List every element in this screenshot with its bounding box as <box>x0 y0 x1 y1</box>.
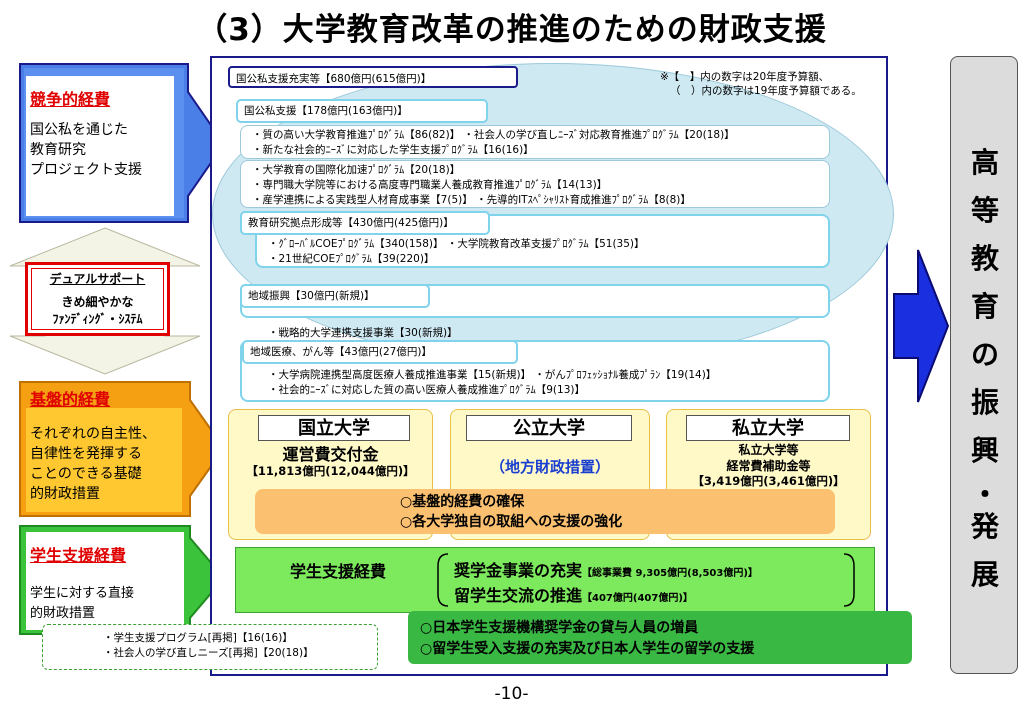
item-c1: ・戦略的大学連携支援事業【30(新規)】 <box>268 327 458 339</box>
kiban-arrow: 基盤的経費 それぞれの自主性、 自律性を発揮する ことのできる基礎 的財政措置 <box>18 380 228 518</box>
box-kokkoshi: 国公私支援【178億円(163億円)】 <box>236 99 488 123</box>
shiritsu-sub2: 経常費補助金等 <box>726 459 811 473</box>
shiritsu-amount: 【3,419億円(3,461億円)】 <box>692 474 845 488</box>
budget-note: ※【 】内の数字は20年度予算額、 （ ）内の数字は19年度予算額である。 <box>660 71 862 97</box>
item-i1: ・大学病院連携型高度医療人養成推進事業【15(新規)】 ・がんﾌﾟﾛﾌｪｯｼｮﾅ… <box>268 369 717 381</box>
strip-kokkoshi-2 <box>240 160 830 208</box>
gakusei-title: 学生支援経費 <box>30 546 127 565</box>
student-goal-1: ○日本学生支援機構奨学金の貸与人員の増員 <box>420 620 699 636</box>
box-kokkoshi-jujitsu: 国公私支援充実等【680億円(615億円)】 <box>228 66 518 88</box>
kiban-goal-2: ○各大学独自の取組への支援の強化 <box>400 514 623 530</box>
student-support-box <box>235 547 875 613</box>
item-k4: ・専門職大学院等における高度専門職業人養成教育推進ﾌﾟﾛｸﾞﾗﾑ【14(13)】 <box>252 179 608 191</box>
item-k5: ・産学連携による実践型人材育成事業【7(5)】 ・先導的ITｽﾍﾟｼｬﾘｽﾄ育成… <box>252 194 691 206</box>
kyoso-arrow-shape <box>19 63 226 223</box>
strip-kokkoshi <box>240 125 830 159</box>
result-box: 高 等 教 育 の 振 興 ・ 発 展 <box>950 56 1018 674</box>
label-kokuritsu: 国立大学 <box>258 415 410 441</box>
result-arrow <box>893 249 950 403</box>
page-number: -10- <box>494 684 529 704</box>
kyoso-title: 競争的経費 <box>30 90 111 109</box>
dual-support-box: デュアルサポート きめ細やかな ﾌｧﾝﾃﾞｨﾝｸﾞ・ｼｽﾃﾑ <box>25 262 170 336</box>
kokuritsu-amount: 【11,813億円(12,044億円)】 <box>246 464 415 478</box>
kiban-text: それぞれの自主性、 自律性を発揮する ことのできる基礎 的財政措置 <box>30 426 156 502</box>
gakusei-text: 学生に対する直接 的財政措置 <box>30 586 135 621</box>
shiritsu-sub1: 私立大学等 <box>738 443 799 457</box>
box-iryo: 地域医療、がん等【43億円(27億円)】 <box>242 340 518 364</box>
page-title: （3）大学教育改革の推進のための財政支援 <box>196 12 827 48</box>
item-i2: ・社会的ﾆｰｽﾞに対応した質の高い医療人養成推進ﾌﾟﾛｸﾞﾗﾑ【9(13)】 <box>268 384 585 396</box>
box-chiiki: 地域振興【30億円(新規)】 <box>240 284 430 308</box>
kiban-goal-1: ○基盤的経費の確保 <box>400 494 525 510</box>
student-goal-2: ○留学生受入支援の充実及び日本人学生の留学の支援 <box>420 641 755 657</box>
box-kyoiku-label: 教育研究拠点形成等【430億円(425億円)】 <box>240 211 490 235</box>
shogakukin-line: 奨学金事業の充実【総事業費 9,305億円(8,503億円)】 <box>454 561 758 580</box>
student-brackets <box>437 553 855 607</box>
kyoso-arrow: 競争的経費 国公私を通じた 教育研究 プロジェクト支援 <box>18 62 228 224</box>
kokuritsu-sub: 運営費交付金 <box>282 445 379 464</box>
item-e1: ・ｸﾞﾛｰﾊﾞﾙCOEﾌﾟﾛｸﾞﾗﾑ【340(158)】 ・大学院教育改革支援ﾌ… <box>268 238 645 250</box>
label-shiritsu: 私立大学 <box>686 415 850 441</box>
gakusei-arrow: 学生支援経費 学生に対する直接 的財政措置 <box>18 524 228 636</box>
kiban-title: 基盤的経費 <box>30 390 111 409</box>
item-e2: ・21世紀COEﾌﾟﾛｸﾞﾗﾑ【39(220)】 <box>268 253 435 265</box>
label-koritsu: 公立大学 <box>466 415 632 441</box>
ryugakusei-line: 留学生交流の推進【407億円(407億円)】 <box>454 586 693 605</box>
kiban-goals-bar <box>255 489 835 534</box>
student-reprint-note: ・学生支援プログラム[再掲]【16(16)】 ・社会人の学び直しニーズ[再掲]【… <box>42 624 378 670</box>
kyoso-text: 国公私を通じた 教育研究 プロジェクト支援 <box>30 122 142 178</box>
student-support-label: 学生支援経費 <box>290 562 387 581</box>
item-k1: ・質の高い大学教育推進ﾌﾟﾛｸﾞﾗﾑ【86(82)】 ・社会人の学び直しﾆｰｽﾞ… <box>252 129 735 141</box>
item-k3: ・大学教育の国際化加速ﾌﾟﾛｸﾞﾗﾑ【20(18)】 <box>252 164 461 176</box>
item-k2: ・新たな社会的ﾆｰｽﾞに対応した学生支援ﾌﾟﾛｸﾞﾗﾑ【16(16)】 <box>252 144 534 156</box>
dual-title: デュアルサポート <box>49 272 146 286</box>
koritsu-sub: （地方財政措置） <box>489 458 610 476</box>
student-goals-bar <box>408 611 912 664</box>
